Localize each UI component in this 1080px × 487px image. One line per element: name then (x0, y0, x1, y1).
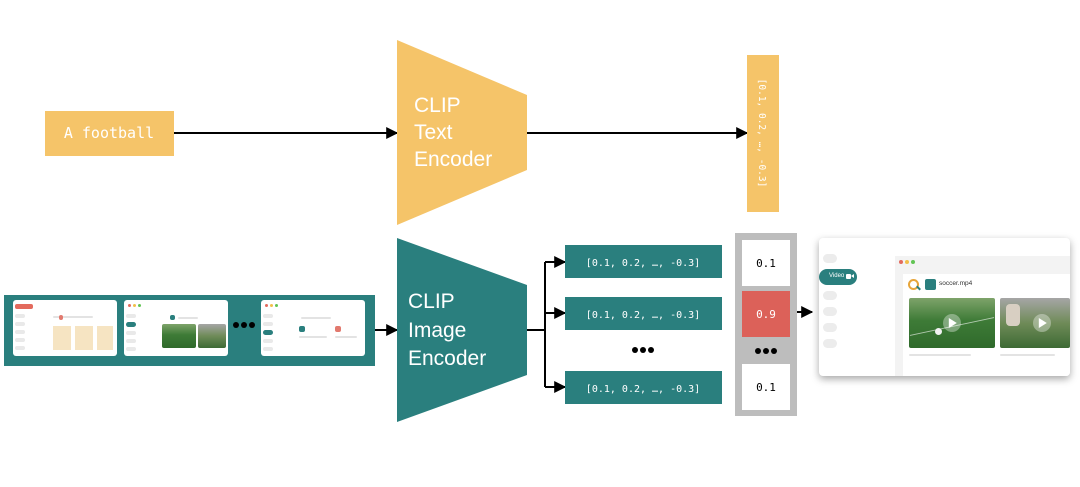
frames-ellipsis (233, 322, 255, 328)
video-camera-icon-lens (851, 274, 854, 278)
result-sidebar: Video (819, 254, 859, 355)
image-embedding-1: [0.1, 0.2, …, -0.3] (565, 245, 722, 278)
image-encoder-line3: Encoder (408, 347, 486, 370)
search-logo-icon-handle (916, 285, 921, 291)
text-embedding-box: [0.1, 0.2, …, -0.3] (747, 55, 779, 212)
video-camera-icon (846, 274, 851, 279)
sidebar-item-video[interactable]: Video (819, 269, 857, 285)
score-2: 0.9 (756, 308, 776, 321)
thumbnail-1-caption (909, 354, 971, 356)
ball-icon (935, 328, 942, 335)
score-3: 0.1 (756, 381, 776, 394)
video-frame-2 (124, 300, 228, 356)
thumbnail-2-caption (1000, 354, 1055, 356)
play-icon (948, 318, 957, 328)
video-frame-1 (13, 300, 117, 356)
sidebar-item[interactable] (823, 291, 837, 300)
window-controls (895, 256, 1070, 268)
result-panel: soccer.mp4 (895, 256, 1070, 376)
search-logo-icon (908, 279, 919, 290)
sidebar-item[interactable] (823, 307, 837, 316)
maximize-dot[interactable] (911, 260, 915, 264)
panel-body: soccer.mp4 (903, 274, 1070, 376)
image-encoder-line1: CLIP (408, 290, 455, 313)
similarity-scores-column: 0.1 0.9 0.1 (735, 233, 797, 416)
minimize-dot[interactable] (905, 260, 909, 264)
sidebar-item[interactable] (823, 339, 837, 348)
score-cell-3 (742, 364, 790, 410)
sidebar-item-video-label: Video (829, 273, 845, 279)
video-file-icon (925, 279, 936, 290)
video-thumbnail-1[interactable] (909, 298, 995, 348)
text-query-box: A football (45, 111, 174, 156)
player-figure (1006, 304, 1020, 326)
score-cell-2 (742, 291, 790, 337)
video-thumbnail-2[interactable] (1000, 298, 1070, 348)
file-name[interactable]: soccer.mp4 (939, 280, 973, 287)
clip-text-encoder: CLIP Text Encoder (397, 40, 527, 225)
image-embedding-1-vector: [0.1, 0.2, …, -0.3] (586, 258, 700, 269)
video-frame-3 (261, 300, 365, 356)
result-window: Video soccer.mp4 (819, 238, 1070, 376)
image-embedding-3: [0.1, 0.2, …, -0.3] (565, 371, 722, 404)
score-cell-1 (742, 240, 790, 286)
image-embedding-2: [0.1, 0.2, …, -0.3] (565, 297, 722, 330)
image-encoder-line2: Image (408, 319, 466, 342)
window-controls (261, 300, 365, 310)
sidebar-item[interactable] (823, 254, 837, 263)
branch-arrows (527, 256, 567, 393)
text-embedding-vector: [0.1, 0.2, …, -0.3] (756, 79, 767, 188)
text-query-label: A football (64, 124, 154, 142)
image-embedding-2-vector: [0.1, 0.2, …, -0.3] (586, 310, 700, 321)
score-1: 0.1 (756, 257, 776, 270)
window-controls (124, 300, 228, 310)
close-dot[interactable] (899, 260, 903, 264)
text-encoder-line2: Text (414, 121, 453, 144)
image-embedding-3-vector: [0.1, 0.2, …, -0.3] (586, 384, 700, 395)
embedding-ellipsis (632, 347, 654, 353)
text-encoder-line1: CLIP (414, 94, 461, 117)
sidebar-item[interactable] (823, 323, 837, 332)
text-encoder-line3: Encoder (414, 148, 492, 171)
score-ellipsis (755, 348, 777, 354)
clip-image-encoder: CLIP Image Encoder (397, 238, 527, 422)
play-icon (1038, 318, 1047, 328)
